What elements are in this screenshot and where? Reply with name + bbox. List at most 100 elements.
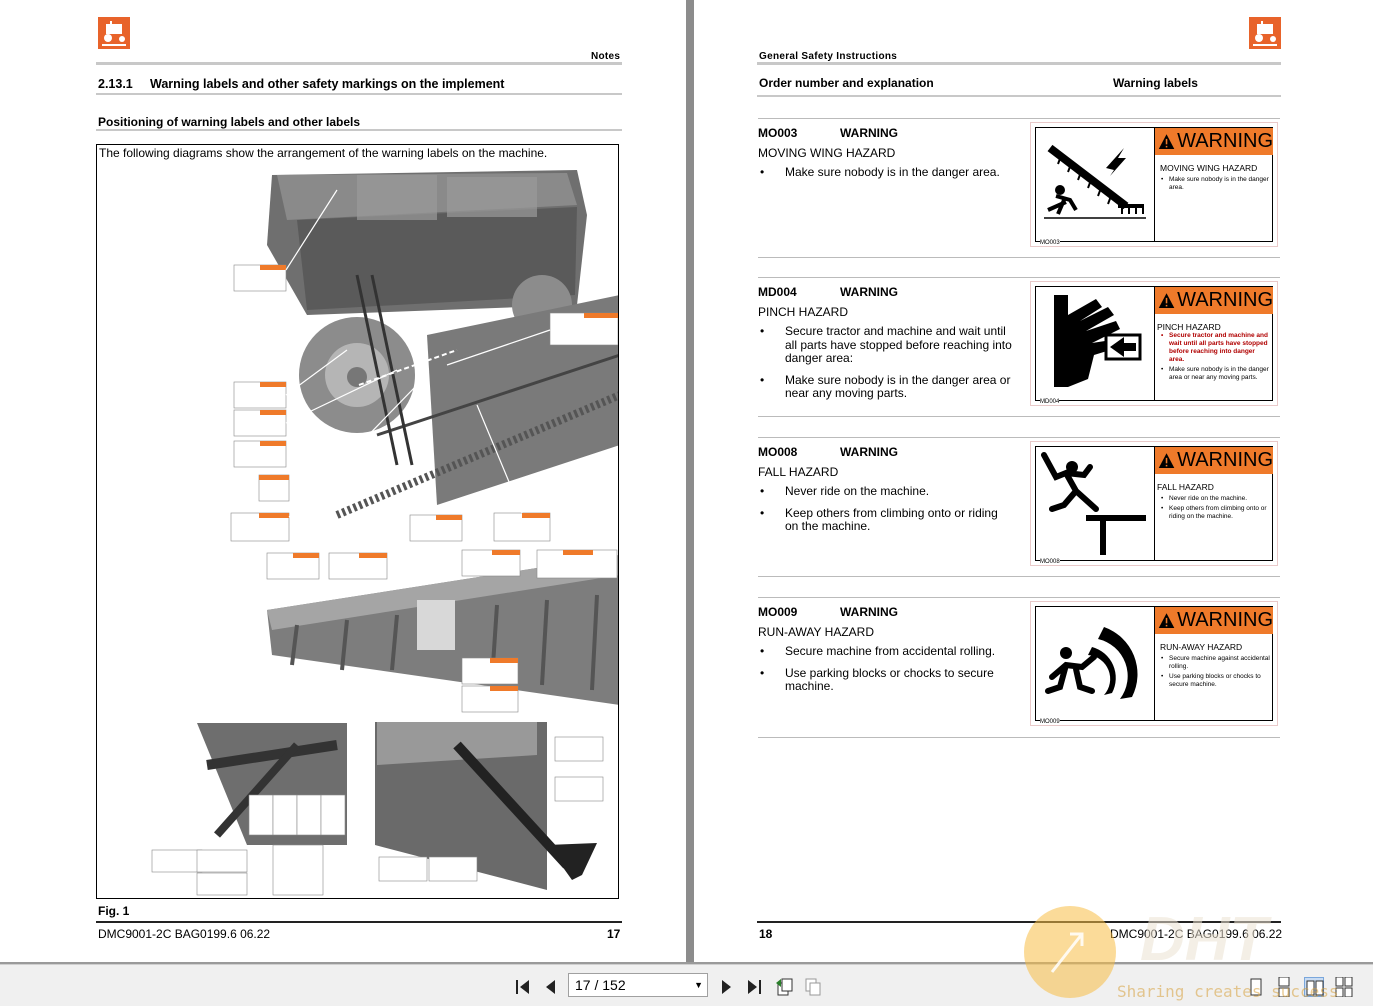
hazard-title: PINCH HAZARD: [758, 305, 849, 319]
instruction-item: Secure machine from accidental rolling.: [758, 644, 1013, 659]
warning-entry-mo009: MO009 WARNING RUN-AWAY HAZARD Secure mac…: [758, 601, 1280, 735]
footer-rule: [96, 921, 622, 923]
instruction-list: Secure machine from accidental rolling. …: [758, 644, 1013, 702]
instruction-item: Make sure nobody is in the danger area o…: [758, 373, 1013, 401]
entry-separator: [758, 277, 1280, 278]
entry-separator: [758, 576, 1280, 577]
figure-box: The following diagrams show the arrangem…: [96, 144, 619, 899]
instruction-list: Never ride on the machine. Keep others f…: [758, 484, 1013, 542]
chevron-down-icon[interactable]: ▼: [694, 980, 703, 990]
continuous-facing-icon[interactable]: [1334, 977, 1354, 997]
decal-id: MO008: [1040, 559, 1060, 565]
decal-hazard: RUN-AWAY HAZARD: [1160, 642, 1243, 652]
decal-instructions: Make sure nobody is in the danger area.: [1160, 176, 1270, 194]
seed-hopper-illustration: [267, 170, 618, 519]
subsection-rule: [96, 129, 622, 131]
subsection-title: Positioning of warning labels and other …: [98, 115, 361, 129]
page-number: 18: [759, 927, 773, 941]
hazard-title: MOVING WING HAZARD: [758, 146, 896, 160]
order-number: MO009: [758, 605, 798, 619]
figure-caption: The following diagrams show the arrangem…: [99, 146, 548, 160]
decal-instruction: Keep others from climbing onto or riding…: [1160, 505, 1270, 521]
header-section: General Safety Instructions: [759, 51, 898, 62]
decal-instruction: Make sure nobody is in the danger area.: [1160, 176, 1270, 192]
instruction-item: Keep others from climbing onto or riding…: [758, 506, 1013, 534]
first-page-icon[interactable]: [513, 977, 533, 997]
decal-signal-word: WARNING: [1177, 609, 1273, 631]
decal-warning-bar: WARNING: [1155, 607, 1273, 634]
warning-decal: WARNING RUN-AWAY HAZARD Secure machine a…: [1030, 601, 1278, 726]
page-gutter: [686, 0, 694, 962]
entry-separator: [758, 737, 1280, 738]
signal-word: WARNING: [840, 605, 898, 619]
prev-view-icon[interactable]: [774, 977, 794, 997]
instruction-item: Secure tractor and machine and wait unti…: [758, 324, 1013, 366]
instruction-list: Make sure nobody is in the danger area.: [758, 165, 1013, 188]
warning-decal: WARNING MOVING WING HAZARD Make sure nob…: [1030, 122, 1278, 247]
page-number-input[interactable]: 17 / 152 ▼: [568, 973, 708, 997]
warning-decal: WARNING FALL HAZARD Never ride on the ma…: [1030, 441, 1278, 566]
warning-decal: WARNING PINCH HAZARD Secure tractor and …: [1030, 281, 1278, 406]
decal-instruction: Use parking blocks or chocks to secure m…: [1160, 673, 1270, 689]
warning-entry-md004: MD004 WARNING PINCH HAZARD Secure tracto…: [758, 281, 1280, 415]
watermark-text: Sharing creates success: [1117, 982, 1339, 1001]
entry-separator: [758, 437, 1280, 438]
instruction-item: Make sure nobody is in the danger area.: [758, 165, 1013, 180]
decal-instruction: Make sure nobody is in the danger area o…: [1160, 366, 1270, 382]
hazard-title: RUN-AWAY HAZARD: [758, 625, 875, 639]
machine-diagram: [151, 170, 618, 896]
single-page-icon[interactable]: [1246, 977, 1266, 997]
instruction-item: Use parking blocks or chocks to secure m…: [758, 666, 1013, 694]
warning-entry-mo003: MO003 WARNING MOVING WING HAZARD Make su…: [758, 122, 1280, 256]
next-page-icon[interactable]: [716, 977, 736, 997]
page-number: 17: [607, 927, 621, 941]
decal-instruction: Secure tractor and machine and wait unti…: [1160, 332, 1270, 364]
decal-instructions: Secure tractor and machine and wait unti…: [1160, 332, 1270, 384]
next-view-icon[interactable]: [804, 977, 824, 997]
hazard-title: FALL HAZARD: [758, 465, 839, 479]
pinch-hand-icon: [1036, 287, 1155, 400]
signal-word: WARNING: [840, 445, 898, 459]
entry-separator: [758, 416, 1280, 417]
decal-hazard: FALL HAZARD: [1157, 482, 1214, 492]
header-rule: [757, 62, 1281, 65]
decal-instructions: Never ride on the machine. Keep others f…: [1160, 495, 1270, 523]
decal-id: MO003: [1040, 240, 1060, 246]
facing-icon[interactable]: [1304, 977, 1324, 997]
section-title: Warning labels and other safety markings…: [150, 77, 505, 91]
signal-word: WARNING: [840, 285, 898, 299]
decal-warning-bar: WARNING: [1155, 447, 1273, 474]
watermark-brand: DHT: [1140, 905, 1268, 974]
decal-signal-word: WARNING: [1177, 449, 1273, 471]
warning-entry-mo008: MO008 WARNING FALL HAZARD Never ride on …: [758, 441, 1280, 575]
header-rule: [96, 62, 622, 65]
footer-doc-id: DMC9001-2C BAG0199.6 06.22: [98, 927, 271, 941]
header-notes: Notes: [591, 51, 621, 62]
decal-warning-bar: WARNING: [1155, 287, 1273, 314]
decal-id: MO009: [1040, 719, 1060, 725]
signal-word: WARNING: [840, 126, 898, 140]
column-header-right: Warning labels: [1113, 76, 1198, 90]
section-number: 2.13.1: [98, 77, 133, 91]
entry-separator: [758, 597, 1280, 598]
decal-instruction: Secure machine against accidental rollin…: [1160, 655, 1270, 671]
column-header-rule: [757, 95, 1281, 97]
decal-id: MD004: [1040, 399, 1060, 405]
left-page: Notes 2.13.1 Warning labels and other sa…: [0, 0, 686, 962]
entry-separator: [758, 118, 1280, 119]
instruction-list: Secure tractor and machine and wait unti…: [758, 324, 1013, 409]
amazone-logo-icon: [1249, 17, 1281, 49]
decal-hazard: MOVING WING HAZARD: [1160, 163, 1258, 173]
decal-signal-word: WARNING: [1177, 130, 1273, 152]
viewer-toolbar: 17 / 152 ▼: [0, 964, 1373, 1006]
page-display: 17 / 152: [575, 977, 626, 993]
prev-page-icon[interactable]: [541, 977, 561, 997]
column-header-left: Order number and explanation: [759, 76, 934, 90]
last-page-icon[interactable]: [744, 977, 764, 997]
frame-illustration: [267, 555, 618, 705]
decal-signal-word: WARNING: [1177, 289, 1273, 311]
amazone-logo-icon: [98, 17, 130, 49]
continuous-icon[interactable]: [1274, 977, 1294, 997]
tank-illustration: [375, 722, 597, 890]
decal-warning-bar: WARNING: [1155, 128, 1273, 155]
